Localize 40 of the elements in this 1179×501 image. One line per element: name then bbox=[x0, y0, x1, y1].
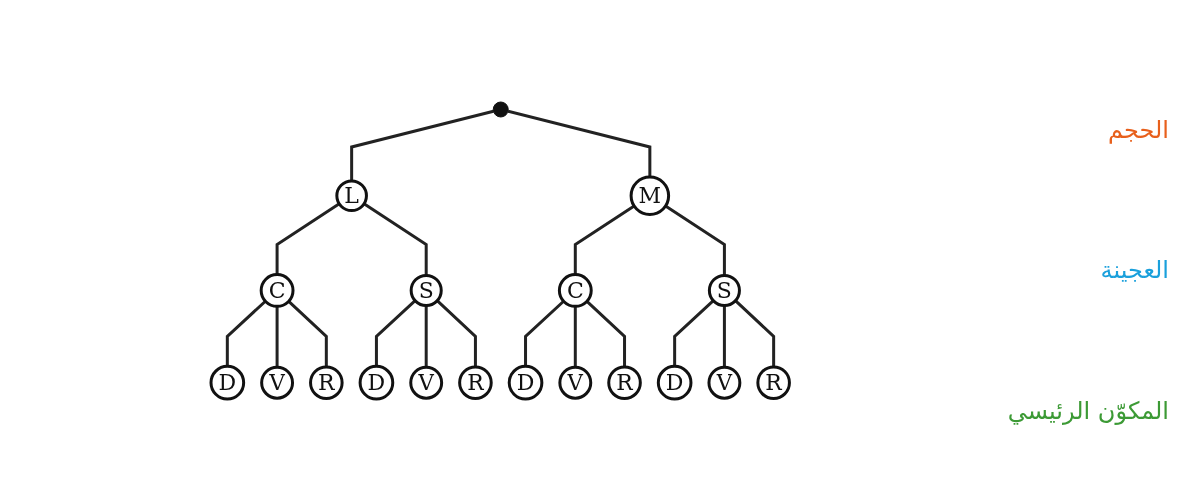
connector bbox=[573, 306, 577, 368]
node-circle: V bbox=[707, 365, 742, 400]
connector bbox=[287, 300, 328, 367]
node-circle: S bbox=[707, 273, 741, 307]
node-circle: C bbox=[259, 272, 295, 308]
connector bbox=[374, 299, 416, 367]
node-circle: R bbox=[308, 365, 344, 400]
connector bbox=[722, 305, 726, 368]
node-circle bbox=[492, 101, 509, 118]
node-circle: D bbox=[358, 364, 395, 401]
node-circle: D bbox=[209, 364, 245, 401]
level-label: العجينة bbox=[1100, 256, 1169, 285]
node-circle: L bbox=[335, 179, 368, 212]
connector bbox=[734, 299, 775, 367]
connector bbox=[275, 202, 340, 275]
node-circle: S bbox=[409, 273, 443, 307]
level-label: الحجم bbox=[1108, 116, 1169, 145]
node-circle: R bbox=[607, 365, 642, 400]
node-circle: R bbox=[756, 365, 791, 400]
node-circle: D bbox=[507, 364, 544, 401]
connector bbox=[664, 204, 726, 276]
node-circle: V bbox=[259, 365, 294, 400]
connector bbox=[585, 300, 626, 367]
node-circle: C bbox=[557, 272, 593, 308]
connector bbox=[507, 109, 652, 177]
connector bbox=[275, 306, 279, 368]
connector bbox=[349, 109, 494, 181]
node-circle: V bbox=[409, 365, 443, 400]
connector bbox=[573, 204, 635, 275]
connector bbox=[523, 300, 565, 367]
level-label: المكوّن الرئيسي bbox=[1007, 396, 1169, 425]
connector bbox=[363, 202, 428, 276]
node-circle: R bbox=[457, 365, 493, 400]
node-circle: M bbox=[629, 175, 670, 216]
node-circle: V bbox=[558, 365, 593, 400]
connector bbox=[435, 299, 477, 367]
connector bbox=[672, 299, 715, 367]
connector bbox=[225, 300, 267, 367]
node-circle: D bbox=[656, 364, 693, 401]
connector bbox=[424, 305, 428, 368]
